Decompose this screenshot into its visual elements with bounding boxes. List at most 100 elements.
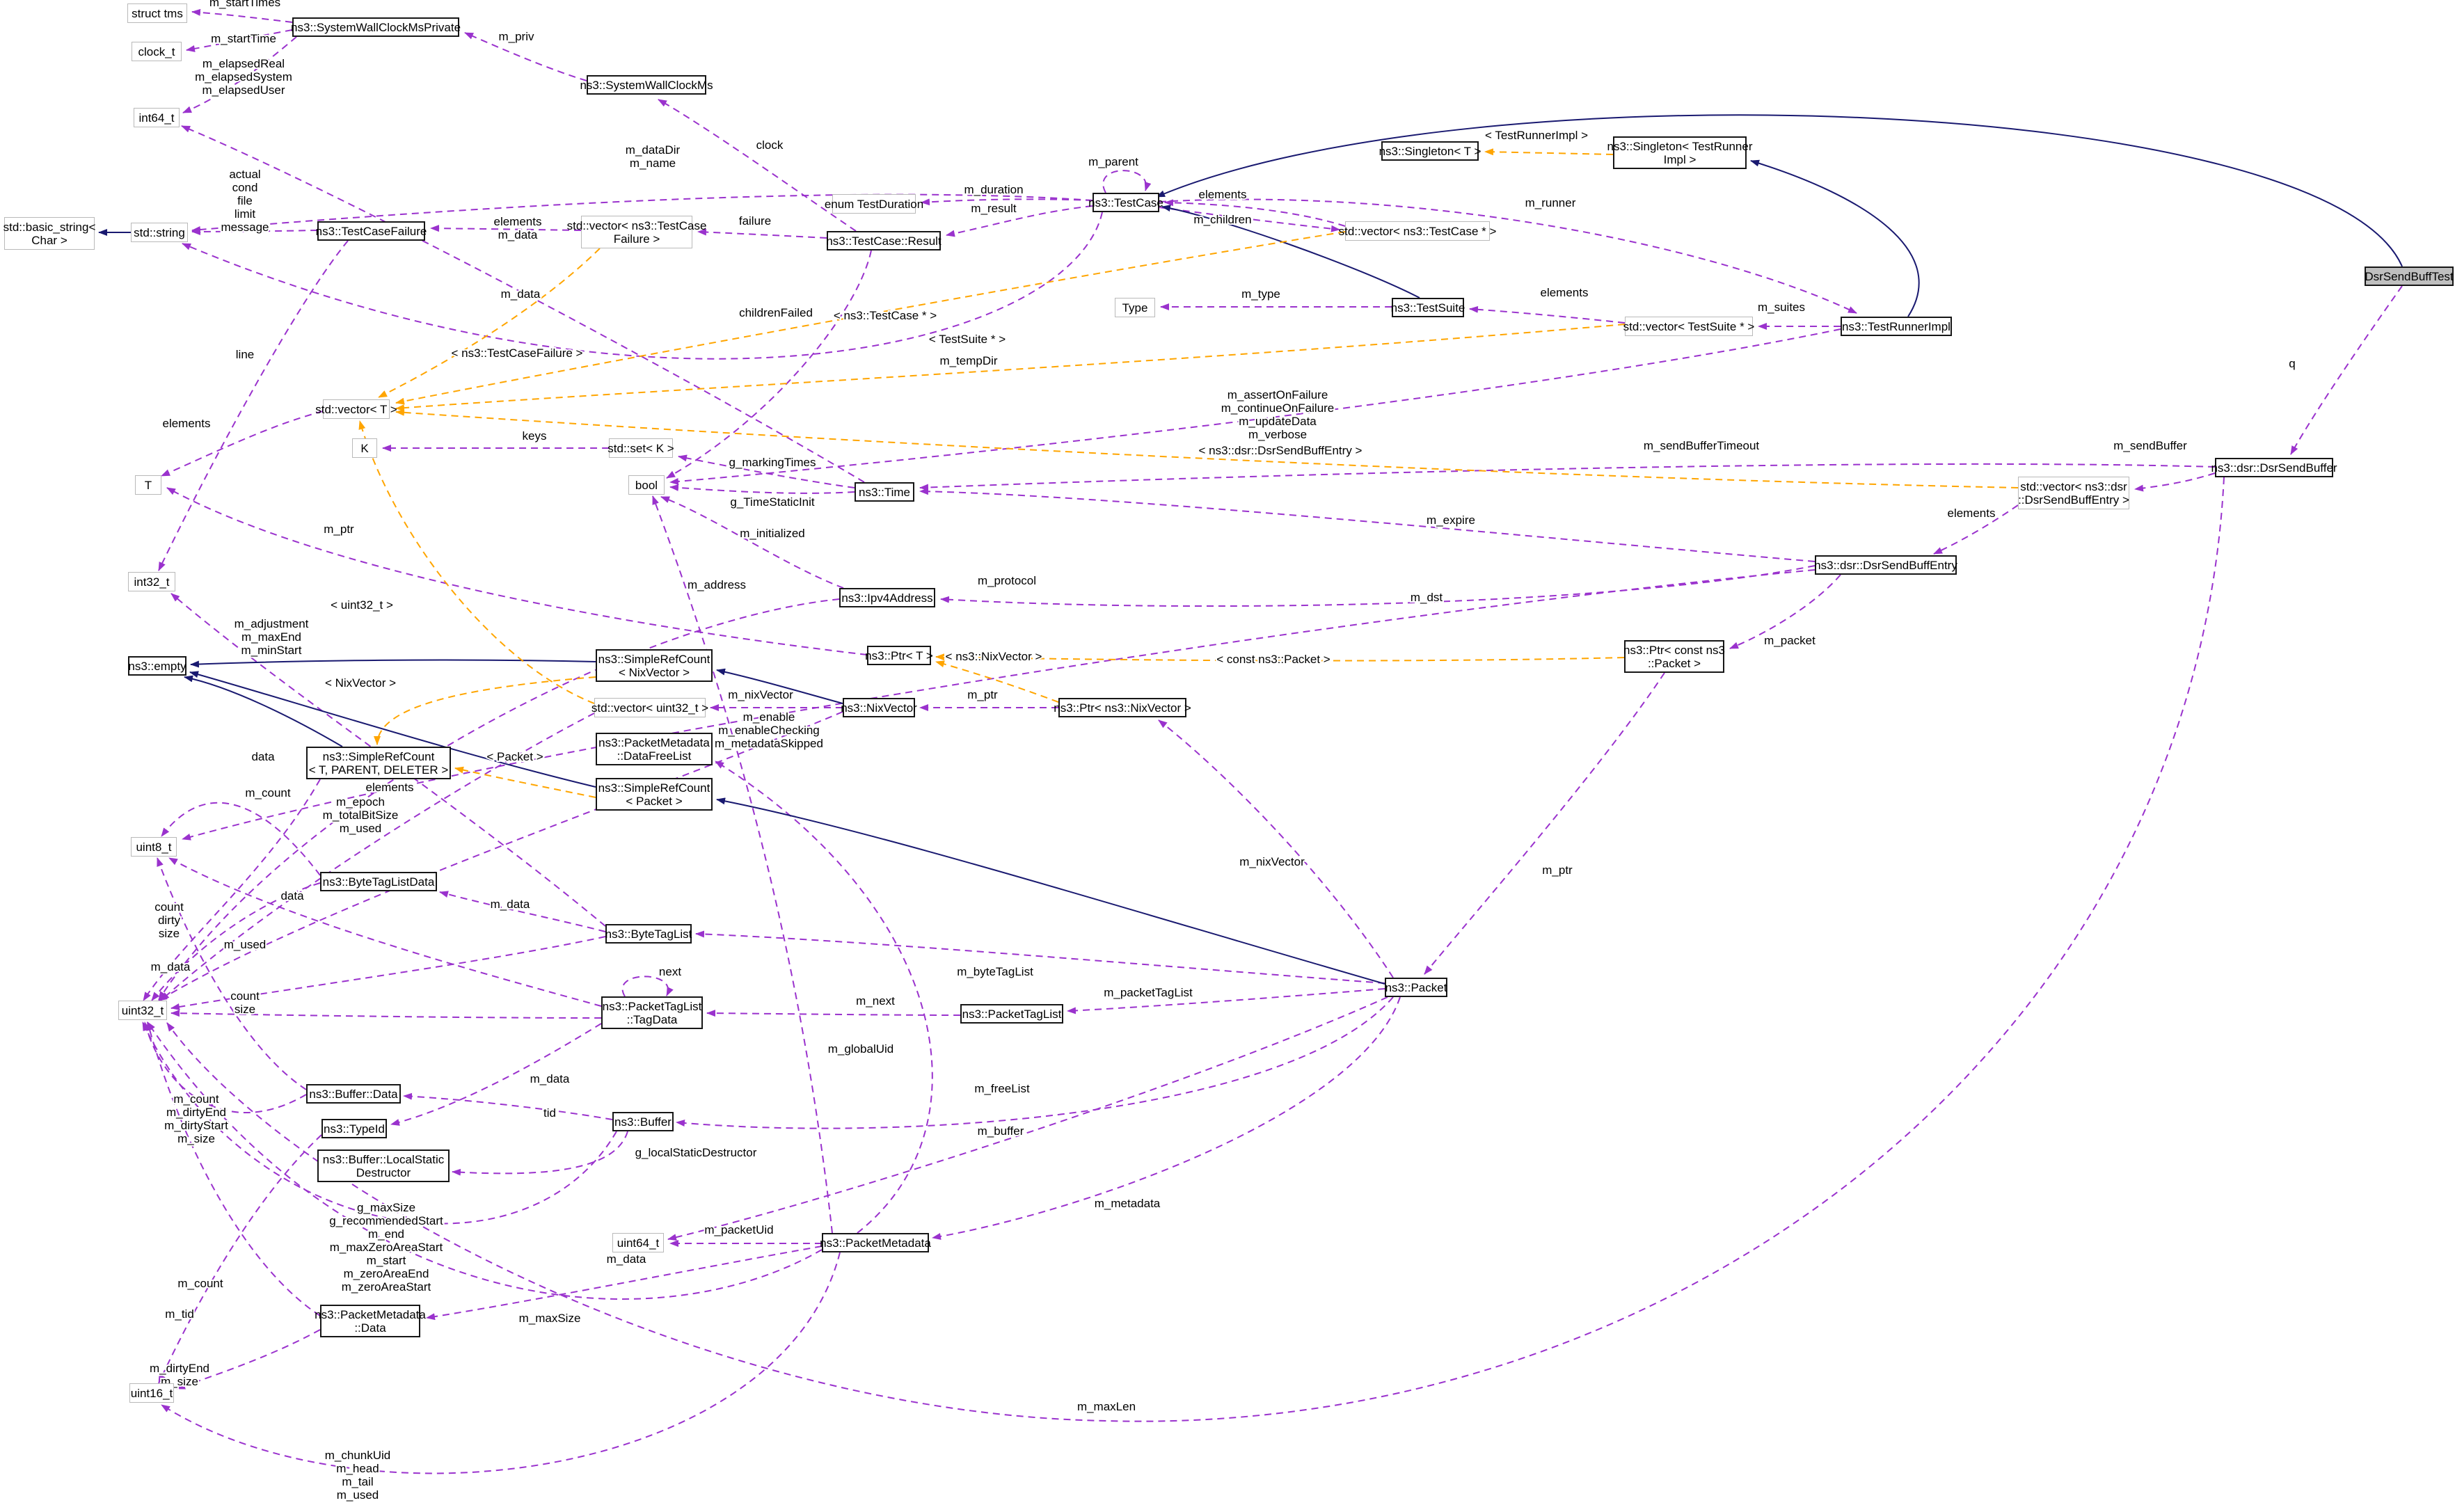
class-node-bool[interactable]: bool: [628, 475, 665, 495]
edge-label: m_runner: [1525, 196, 1576, 209]
edge-label: elements: [1948, 507, 1996, 520]
class-node-label: struct tms: [132, 6, 183, 20]
class-node-type[interactable]: Type: [1115, 298, 1155, 317]
class-node-test-case[interactable]: ns3::TestCase: [1088, 193, 1163, 212]
class-node-int64-t[interactable]: int64_t: [134, 108, 180, 127]
class-node-time[interactable]: ns3::Time: [855, 482, 914, 502]
class-node-label: ns3::SimpleRefCount: [322, 749, 435, 763]
class-node-enum-test-duration[interactable]: enum TestDuration: [825, 194, 923, 214]
member-edge-m_tempDir: [182, 212, 1103, 360]
class-node-label: ns3::SystemWallClockMs: [580, 78, 713, 92]
class-node-type-id[interactable]: ns3::TypeId: [321, 1119, 387, 1138]
class-node-ptr-nix-vector[interactable]: ns3::Ptr< ns3::NixVector >: [1054, 698, 1191, 717]
edge-label: m_head: [336, 1462, 379, 1475]
class-node-system-wall-clock-ms[interactable]: ns3::SystemWallClockMs: [580, 75, 713, 95]
class-node-packet-tag-list[interactable]: ns3::PacketTagList: [960, 1004, 1063, 1024]
class-node-label: ns3::Ptr< T >: [865, 648, 933, 662]
edge-label: m_buffer: [978, 1124, 1024, 1138]
class-node-test-suite[interactable]: ns3::TestSuite: [1391, 298, 1465, 317]
class-node-vector-test-case-ptr[interactable]: std::vector< ns3::TestCase * >: [1339, 221, 1496, 241]
class-node-label: ns3::Ipv4Address: [841, 591, 933, 605]
class-node-uint32-t[interactable]: uint32_t: [118, 1001, 167, 1020]
class-node-packet[interactable]: ns3::Packet: [1385, 978, 1447, 997]
class-node-dsr-send-buff-entry[interactable]: ns3::dsr::DsrSendBuffEntry: [1814, 555, 1957, 575]
edge-label: size: [235, 1003, 255, 1016]
edge-label: m_start: [367, 1254, 406, 1267]
member-edge-m_maxLen: [166, 477, 2225, 1422]
edge-label: childrenFailed: [739, 306, 813, 319]
member-edge-elements: [161, 411, 324, 477]
class-node-label: ns3::NixVector: [841, 701, 917, 715]
class-node-struct-tms[interactable]: struct tms: [127, 3, 187, 23]
class-node-simple-ref-count-tpd[interactable]: ns3::SimpleRefCount< T, PARENT, DELETER …: [306, 747, 451, 779]
class-node-simple-ref-count-packet[interactable]: ns3::SimpleRefCount< Packet >: [596, 778, 713, 811]
class-node-simple-ref-count-nix-vector[interactable]: ns3::SimpleRefCount< NixVector >: [596, 649, 713, 682]
class-node-nix-vector[interactable]: ns3::NixVector: [841, 698, 917, 717]
template-edge-< ns3::TestCaseFailure >: [378, 248, 601, 398]
class-node-test-case-result[interactable]: ns3::TestCase::Result: [826, 231, 942, 250]
edge-label: m_tempDir: [939, 354, 997, 367]
class-node-test-case-failure[interactable]: ns3::TestCaseFailure: [316, 221, 427, 241]
class-node-dsr-send-buff-test[interactable]: DsrSendBuffTest: [2365, 266, 2454, 286]
class-node-clock-t[interactable]: clock_t: [132, 42, 182, 61]
class-node-label: bool: [635, 478, 658, 492]
class-node-vector-dsr-send-buff-entry[interactable]: std::vector< ns3::dsr::DsrSendBuffEntry …: [2018, 477, 2129, 509]
edge-label: m_count: [173, 1092, 219, 1106]
template-edge-< ns3::dsr::DsrSendBuffEntry >: [395, 408, 2019, 488]
class-node-label: ::Packet >: [1647, 656, 1701, 670]
class-node-vector-t[interactable]: std::vector< T >: [315, 399, 397, 419]
class-node-label: ns3::TestCase::Result: [826, 234, 942, 248]
class-node-vector-test-suite-ptr[interactable]: std::vector< TestSuite * >: [1623, 317, 1755, 336]
edge-label: m_address: [688, 578, 746, 591]
class-node-singleton-t[interactable]: ns3::Singleton< T >: [1379, 141, 1481, 161]
class-node-vector-uint32[interactable]: std::vector< uint32_t >: [591, 698, 708, 717]
member-edge-m_epoch: [158, 711, 843, 1001]
class-node-dsr-send-buffer[interactable]: ns3::dsr::DsrSendBuffer: [2211, 458, 2337, 477]
edge-label: m_epoch: [336, 795, 385, 809]
class-node-test-runner-impl[interactable]: ns3::TestRunnerImpl: [1841, 317, 1952, 336]
class-node-byte-tag-list-data[interactable]: ns3::ByteTagListData: [320, 872, 437, 891]
member-edge-m_ptr: [1424, 672, 1665, 975]
class-node-int32-t[interactable]: int32_t: [128, 572, 175, 591]
class-node-packet-metadata-data-free-list[interactable]: ns3::PacketMetadata::DataFreeList: [596, 733, 713, 765]
class-node-ptr-t[interactable]: ns3::Ptr< T >: [865, 646, 933, 665]
edge-label: m_parent: [1088, 155, 1138, 168]
edge-label: m_ptr: [324, 523, 354, 536]
class-node-packet-metadata[interactable]: ns3::PacketMetadata: [820, 1233, 931, 1252]
class-node-empty[interactable]: ns3::empty: [128, 656, 186, 676]
class-node-uint8-t[interactable]: uint8_t: [131, 837, 177, 857]
edge-label: < TestRunnerImpl >: [1485, 129, 1588, 142]
class-node-packet-tag-list-tag-data[interactable]: ns3::PacketTagList::TagData: [601, 996, 703, 1029]
class-node-byte-tag-list[interactable]: ns3::ByteTagList: [605, 924, 692, 944]
edge-label: q: [2289, 357, 2295, 370]
class-node-k[interactable]: K: [352, 438, 377, 458]
member-edge-m_elapsedReal: [182, 36, 297, 113]
class-node-label: ns3::ByteTagList: [605, 927, 692, 941]
template-edge-< Packet >: [454, 766, 596, 798]
class-node-basic-string[interactable]: std::basic_string<Char >: [3, 217, 96, 250]
class-node-set-k[interactable]: std::set< K >: [607, 438, 674, 458]
class-node-label: std::vector< TestSuite * >: [1623, 319, 1755, 333]
class-node-label: K: [360, 441, 369, 455]
class-node-buffer[interactable]: ns3::Buffer: [612, 1112, 674, 1131]
class-node-label: std::basic_string<: [3, 220, 96, 234]
class-node-label: std::vector< ns3::TestCase: [566, 218, 707, 232]
member-edge-m_sendBufferTimeout: [919, 463, 2216, 491]
class-node-packet-metadata-data[interactable]: ns3::PacketMetadata::Data: [315, 1305, 426, 1337]
class-node-uint16-t[interactable]: uint16_t: [129, 1383, 174, 1403]
class-node-t[interactable]: T: [135, 475, 161, 495]
class-node-ptr-const-packet[interactable]: ns3::Ptr< const ns3::Packet >: [1623, 640, 1725, 673]
member-edge-m_dataDir: [191, 193, 1093, 233]
edge-label: m_startTime: [211, 32, 276, 45]
class-node-ipv4-address[interactable]: ns3::Ipv4Address: [839, 588, 935, 607]
class-node-label: ns3::SystemWallClockMsPrivate: [290, 20, 461, 34]
class-node-uint64-t[interactable]: uint64_t: [612, 1233, 664, 1252]
class-node-buffer-data[interactable]: ns3::Buffer::Data: [306, 1084, 401, 1104]
class-node-system-wall-clock-ms-private[interactable]: ns3::SystemWallClockMsPrivate: [290, 17, 461, 37]
class-node-std-string[interactable]: std::string: [131, 223, 188, 242]
edge-label: m_freeList: [974, 1082, 1030, 1095]
edge-label: data: [280, 889, 304, 902]
